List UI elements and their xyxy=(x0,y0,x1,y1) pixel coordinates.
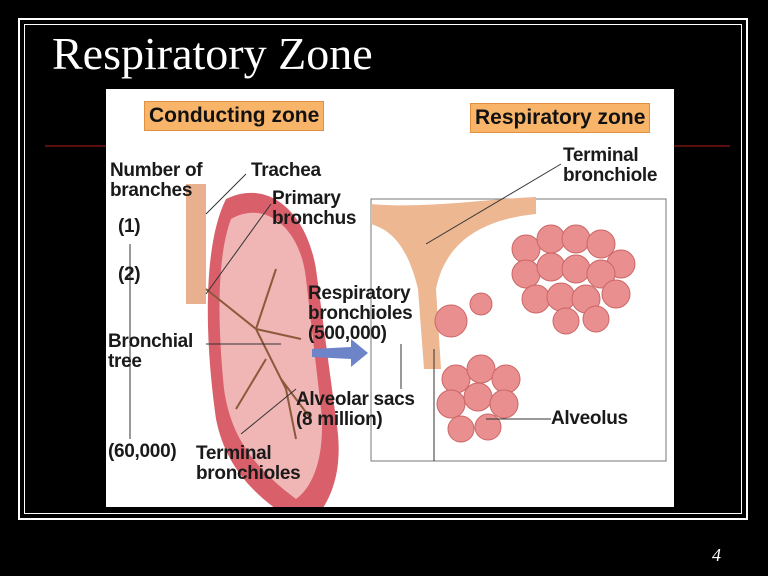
leader-lines xyxy=(129,163,562,461)
bronchial-tree-label: Bronchial tree xyxy=(108,331,193,372)
respiratory-zone-label: Respiratory zone xyxy=(470,103,651,133)
slide-title: Respiratory Zone xyxy=(52,28,373,79)
number-of-branches-label: Number of branches xyxy=(110,160,203,201)
bronchial-tree-shape xyxy=(205,268,312,440)
branch-count-2: (2) xyxy=(118,264,141,285)
alveolar-clusters xyxy=(434,224,636,443)
diagram-illustration xyxy=(129,163,667,507)
alveolus-label: Alveolus xyxy=(551,408,628,429)
bronchiole-shape xyxy=(371,197,536,369)
branch-count-60000: (60,000) xyxy=(108,441,177,462)
conducting-zone-label: Conducting zone xyxy=(144,101,325,131)
trachea-label: Trachea xyxy=(251,160,321,181)
trachea-shape xyxy=(186,184,206,304)
branch-count-1: (1) xyxy=(118,216,141,237)
respiratory-bronchioles-label: Respiratory bronchioles (500,000) xyxy=(308,283,413,344)
lung-interior-shape xyxy=(219,212,322,499)
page-number: 4 xyxy=(712,545,721,565)
slide-outer-border xyxy=(18,18,748,520)
zoom-arrow xyxy=(312,339,368,367)
primary-bronchus-label: Primary bronchus xyxy=(272,188,357,229)
alveolar-sacs-label: Alveolar sacs (8 million) xyxy=(296,389,415,430)
respiratory-diagram: Conducting zone Respiratory zone Number … xyxy=(106,89,674,507)
terminal-bronchiole-label: Terminal bronchiole xyxy=(563,145,658,186)
terminal-bronchioles-label: Terminal bronchioles xyxy=(196,443,301,484)
slide-inner-border xyxy=(24,24,742,514)
